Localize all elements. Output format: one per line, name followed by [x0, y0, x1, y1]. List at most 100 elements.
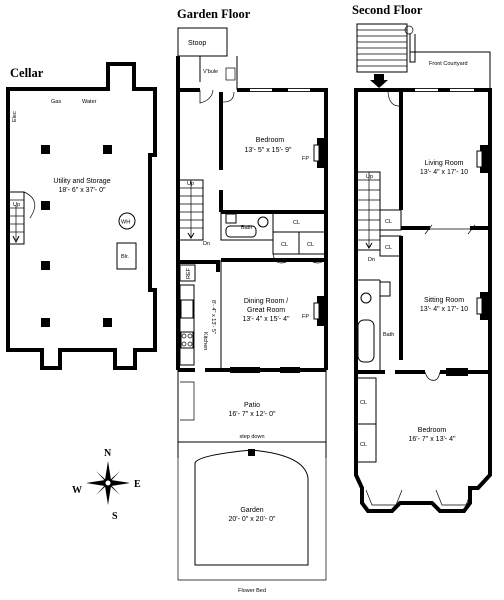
living-room-name: Living Room — [425, 160, 464, 167]
garden-stair — [180, 179, 204, 241]
compass-w: W — [72, 485, 82, 496]
bathtub-symbol — [225, 225, 257, 238]
dining-fireplace — [317, 296, 325, 326]
cellar-plan: Cellar WH Blr. Gas Water Elec Up — [6, 62, 157, 370]
closet — [379, 209, 402, 231]
front-steps — [356, 23, 414, 73]
garden-name: Garden — [240, 507, 263, 514]
living-fireplace — [480, 145, 489, 173]
second-bedroom-name: Bedroom — [418, 427, 447, 434]
second-dn-label: Dn — [368, 257, 375, 263]
utility-room-name: Utility and Storage — [53, 178, 110, 185]
drain — [248, 449, 255, 456]
second-closet-label-2: CL — [385, 245, 392, 251]
second-floor-outline — [354, 88, 492, 513]
front-courtyard-label: Front Courtyard — [429, 61, 468, 67]
kitchen-label: Kitchen — [202, 332, 208, 350]
vestibule-stair — [225, 67, 236, 81]
garden-bedroom-dims: 13'- 5" x 15'- 9" — [245, 147, 292, 154]
garden-bedroom-name: Bedroom — [256, 137, 285, 144]
garden-dims: 20'- 0" x 20'- 0" — [229, 516, 276, 523]
cellar-stair — [8, 191, 36, 245]
bathtub-symbol — [357, 319, 375, 363]
compass-e: E — [134, 479, 141, 490]
sink-symbol — [379, 281, 391, 297]
kitchen-dims: 8'- 4" x 13'- 5" — [210, 300, 216, 334]
entry-arrow-icon — [370, 74, 388, 88]
elec-label: Elec — [12, 111, 18, 122]
sitting-fireplace — [480, 292, 489, 320]
boiler-label: Blr. — [121, 254, 129, 260]
compass-rose: N S E W — [72, 448, 141, 522]
dining-fp-label: FP — [302, 314, 309, 320]
kitchen-top-wall — [178, 258, 326, 272]
column — [41, 201, 50, 210]
vestibule-label: V'bule — [203, 69, 218, 75]
patio-bench — [180, 381, 195, 421]
vestibule-walls — [199, 56, 238, 90]
compass-s: S — [112, 511, 118, 522]
refrigerator-symbol — [179, 264, 196, 282]
sink-symbol — [225, 213, 237, 224]
garden-lawn — [194, 449, 309, 566]
cellar-up-label: Up — [13, 202, 20, 208]
second-closet-label-1: CL — [385, 219, 392, 225]
garden-bath-label: Bath — [241, 225, 252, 231]
garden-dn-label: Dn — [203, 241, 210, 247]
dining-room-name-2: Great Room — [247, 307, 285, 314]
column — [41, 261, 50, 270]
stove-symbol — [180, 331, 194, 349]
sitting-room-dims: 13'- 4" x 17'- 10 — [420, 306, 468, 313]
second-bedroom-dims: 16'- 7" x 13'- 4" — [409, 436, 456, 443]
garden-closet-label-2: CL — [281, 242, 288, 248]
kitchen-counter — [179, 284, 195, 366]
front-courtyard-fence — [409, 34, 491, 88]
kitchen-sink-symbol — [180, 299, 194, 319]
toilet-symbol — [257, 216, 269, 228]
patio-dims: 16'- 7" x 12'- 0" — [229, 411, 276, 418]
column — [103, 318, 112, 327]
water-heater-symbol — [118, 212, 136, 230]
utility-room-dims: 18'- 6" x 37'- 0" — [59, 187, 106, 194]
bay-window — [365, 489, 473, 506]
column — [103, 145, 112, 154]
stoop-area — [177, 27, 228, 57]
second-stair — [358, 171, 381, 251]
living-room-dims: 13'- 4" x 17'- 10 — [420, 169, 468, 176]
cellar-heading: Cellar — [10, 66, 44, 80]
compass-n: N — [104, 448, 112, 459]
flower-bed-label: Flower Bed — [238, 588, 266, 594]
column — [41, 318, 50, 327]
column — [41, 145, 50, 154]
garden-closet-label-3: CL — [307, 242, 314, 248]
garden-floor-heading: Garden Floor — [177, 7, 251, 21]
second-up-label: Up — [366, 174, 373, 180]
second-bath-label: Bath — [383, 332, 394, 338]
ref-label: REF — [186, 267, 192, 279]
bedroom-fp-label: FP — [302, 156, 309, 162]
second-closet-label-3: CL — [360, 400, 367, 406]
gas-label: Gas — [51, 99, 61, 105]
cellar-outline — [6, 62, 157, 370]
second-floor-heading: Second Floor — [352, 3, 423, 17]
closet — [298, 231, 327, 255]
stoop-label: Stoop — [188, 40, 206, 47]
dining-room-dims: 13'- 4" x 15'- 4" — [243, 316, 290, 323]
living-fp-label: FP — [482, 155, 489, 161]
boiler-symbol — [116, 242, 137, 270]
water-heater-label: WH — [121, 220, 130, 226]
bedroom-fireplace — [317, 138, 325, 168]
water-label: Water — [82, 99, 97, 105]
second-closet-label-4: CL — [360, 442, 367, 448]
toilet-symbol — [360, 292, 372, 304]
sitting-room-name: Sitting Room — [424, 297, 464, 304]
patio-name: Patio — [244, 402, 260, 409]
step-down-label: step down — [239, 434, 264, 440]
garden-boundary — [177, 458, 327, 581]
garden-closet-label-1: CL — [293, 220, 300, 226]
garden-floor-plan: Garden Floor Stoop V'bule FP Bedroom 13'… — [176, 7, 328, 594]
second-floor-plan: Second Floor Front Courtyard — [352, 3, 492, 513]
patio-walls — [177, 370, 327, 458]
dining-room-name-1: Dining Room / — [244, 298, 288, 305]
